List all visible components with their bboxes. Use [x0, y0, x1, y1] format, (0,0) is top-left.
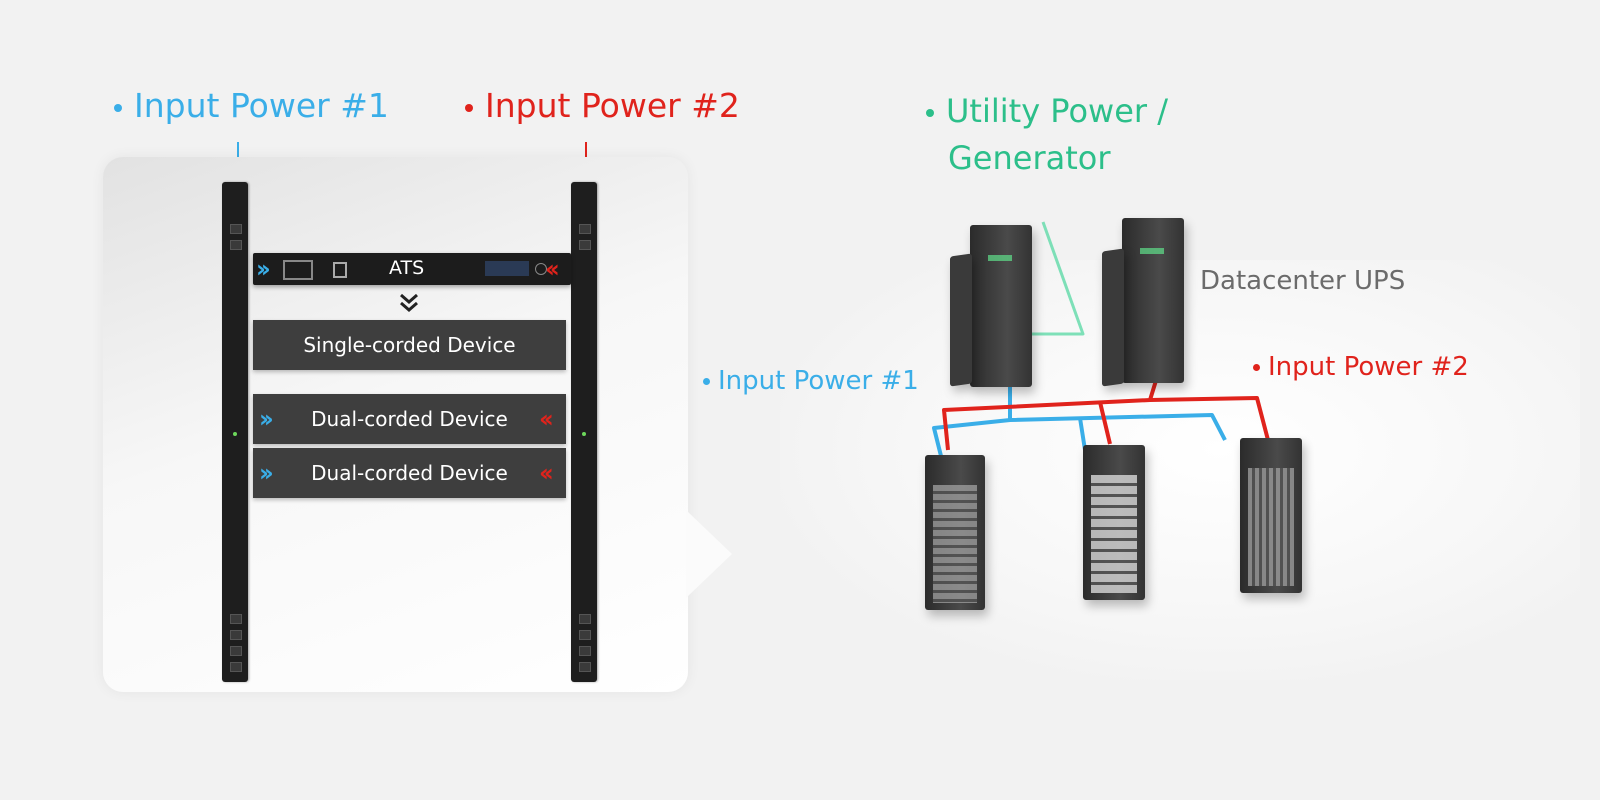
status-lights	[1140, 248, 1164, 254]
red-feed	[1098, 401, 1112, 445]
single-corded-device-box: Single-corded Device	[253, 320, 566, 370]
input-power-1-label: Input Power #1	[114, 86, 389, 125]
red-feed	[942, 373, 1160, 451]
server-rack	[1083, 445, 1145, 600]
dual-corded-device-box: ›› Dual-corded Device ‹‹	[253, 448, 566, 498]
ups-cabinet	[970, 225, 1032, 387]
bullet-dot-icon	[1253, 364, 1260, 371]
bullet-dot-icon	[114, 103, 122, 112]
pdu-strip-left	[222, 182, 248, 682]
status-lights	[988, 255, 1012, 261]
datacenter-ups-label: Datacenter UPS	[1200, 266, 1406, 296]
dual-corded-device-box: ›› Dual-corded Device ‹‹	[253, 394, 566, 444]
input-power-2-label: Input Power #2	[465, 86, 740, 125]
ats-port-icon	[333, 262, 347, 278]
dual-corded-device-label: Dual-corded Device	[311, 461, 508, 485]
blue-feed	[1009, 413, 1227, 441]
panel-pointer	[686, 510, 732, 598]
right-input-power-1-label: Input Power #1	[703, 366, 919, 396]
bullet-dot-icon	[703, 378, 710, 385]
ats-knob	[535, 263, 547, 275]
blue-feed	[1078, 417, 1087, 451]
single-corded-device-label: Single-corded Device	[303, 333, 516, 357]
utility-power-line-2: Generator	[948, 139, 1111, 177]
utility-power-line-1: Utility Power /	[946, 92, 1168, 130]
server-rack	[1240, 438, 1302, 593]
ats-ports	[283, 260, 313, 280]
ups-cabinet	[1122, 218, 1184, 383]
bullet-dot-icon	[926, 109, 934, 117]
ats-label: ATS	[389, 257, 425, 279]
utility-power-label: Utility Power / Generator	[926, 88, 1168, 182]
server-rack	[925, 455, 985, 610]
red-feed	[1149, 396, 1270, 441]
ats-display	[485, 261, 529, 276]
pdu-strip-right	[571, 182, 597, 682]
dual-corded-device-label: Dual-corded Device	[311, 407, 508, 431]
ats-unit: ›› ATS ‹‹	[253, 253, 571, 285]
blue-feed	[932, 386, 1012, 461]
ups-cabinet-door	[950, 253, 972, 387]
right-input-power-2-label: Input Power #2	[1253, 352, 1469, 382]
bullet-dot-icon	[465, 103, 473, 112]
double-chevron-down-icon	[400, 293, 418, 312]
ups-cabinet-door	[1102, 248, 1124, 387]
